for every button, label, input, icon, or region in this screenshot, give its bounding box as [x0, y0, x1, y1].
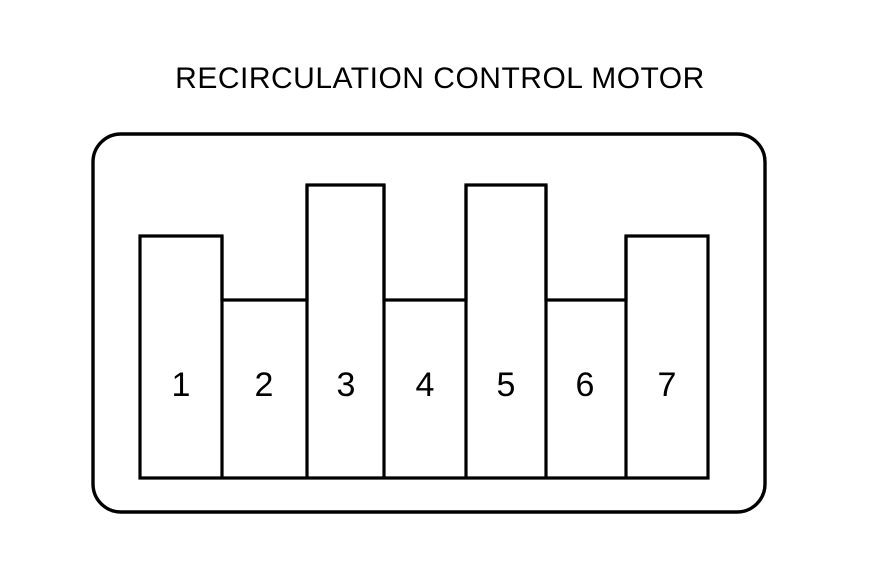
- connector-shell-outline: [91, 132, 767, 514]
- pin-number-1: 1: [172, 366, 191, 404]
- pin-cavity-outline: [138, 183, 710, 480]
- pin-number-3: 3: [337, 366, 356, 404]
- pin-number-4: 4: [416, 366, 435, 404]
- pin-number-6: 6: [576, 366, 595, 404]
- pin-number-7: 7: [658, 366, 677, 404]
- pin-number-5: 5: [497, 366, 516, 404]
- pin-divider-group: [220, 185, 628, 478]
- pin-number-2: 2: [255, 366, 274, 404]
- pin-number-group: 1 2 3 4 5 6 7: [172, 366, 677, 404]
- page-title: RECIRCULATION CONTROL MOTOR: [175, 62, 705, 95]
